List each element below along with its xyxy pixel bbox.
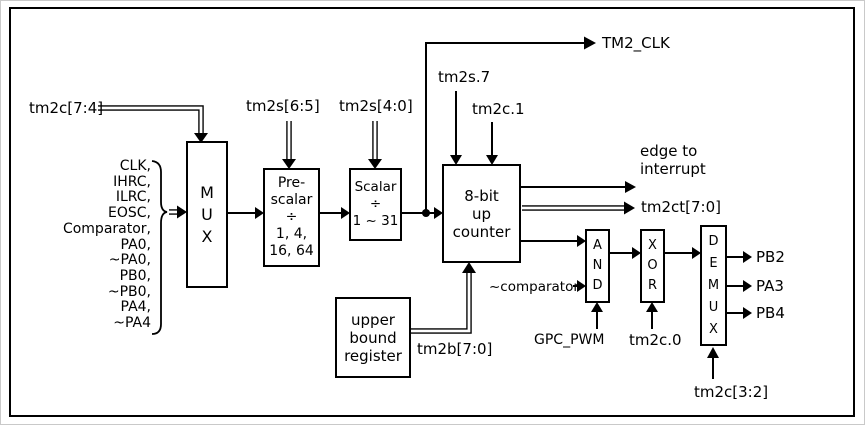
tm2c32-label: tm2c[3:2]	[694, 383, 769, 401]
clock-source-item: ~PA0,	[108, 252, 151, 269]
clock-source-item: ILRC,	[115, 189, 151, 206]
tm2b-label: tm2b[7:0]	[417, 340, 493, 358]
tm2c74-label: tm2c[7:4]	[29, 99, 104, 117]
upper-bound-register-block: upper bound register	[335, 297, 411, 378]
scalar-block: Scalar ÷ 1 ~ 31	[349, 168, 402, 241]
ncomparator-label: ~comparator	[489, 279, 579, 295]
signal-lines	[228, 42, 743, 379]
bus-lines	[97, 105, 625, 334]
gpc-pwm-label: GPC_PWM	[534, 332, 605, 348]
junction-dot	[422, 209, 430, 217]
clock-sources-brace	[151, 160, 168, 335]
clock-source-item: PB0,	[119, 267, 151, 284]
clock-source-item: ~PA4	[113, 315, 151, 332]
mux-block: M U X	[186, 141, 228, 288]
clock-source-item: PA0,	[120, 236, 151, 253]
tm2c0-label: tm2c.0	[629, 331, 682, 349]
clock-source-item: PA4,	[120, 299, 151, 316]
xor-gate-block: X O R	[640, 229, 665, 303]
clock-source-item: IHRC,	[113, 173, 151, 190]
demux-block: D E M U X	[700, 225, 727, 346]
tm2s65-label: tm2s[6:5]	[246, 97, 320, 115]
arrowheads	[177, 36, 752, 358]
tm2s7-label: tm2s.7	[438, 68, 491, 86]
tm2clk-label: TM2_CLK	[602, 34, 670, 52]
tm2ct-label: tm2ct[7:0]	[641, 198, 722, 216]
counter-block: 8-bit up counter	[442, 164, 521, 263]
diagram-frame	[9, 7, 855, 417]
tm2c1-label: tm2c.1	[472, 100, 525, 118]
pb2-label: PB2	[756, 248, 785, 266]
pa3-label: PA3	[756, 277, 784, 295]
clock-source-item: EOSC,	[108, 205, 151, 222]
clock-source-item: CLK,	[119, 158, 151, 174]
clock-source-list: CLK, IHRC, ILRC, EOSC, Comparator, PA0, …	[31, 158, 151, 332]
and-gate-block: A N D	[585, 229, 610, 303]
tm2s40-label: tm2s[4:0]	[339, 97, 413, 115]
edge-to-interrupt-label: edge to interrupt	[640, 142, 706, 178]
prescaler-block: Pre- scalar ÷ 1, 4, 16, 64	[263, 168, 320, 267]
clock-source-item: Comparator,	[62, 220, 151, 237]
pb4-label: PB4	[756, 304, 785, 322]
clock-source-item: ~PB0,	[107, 283, 151, 300]
